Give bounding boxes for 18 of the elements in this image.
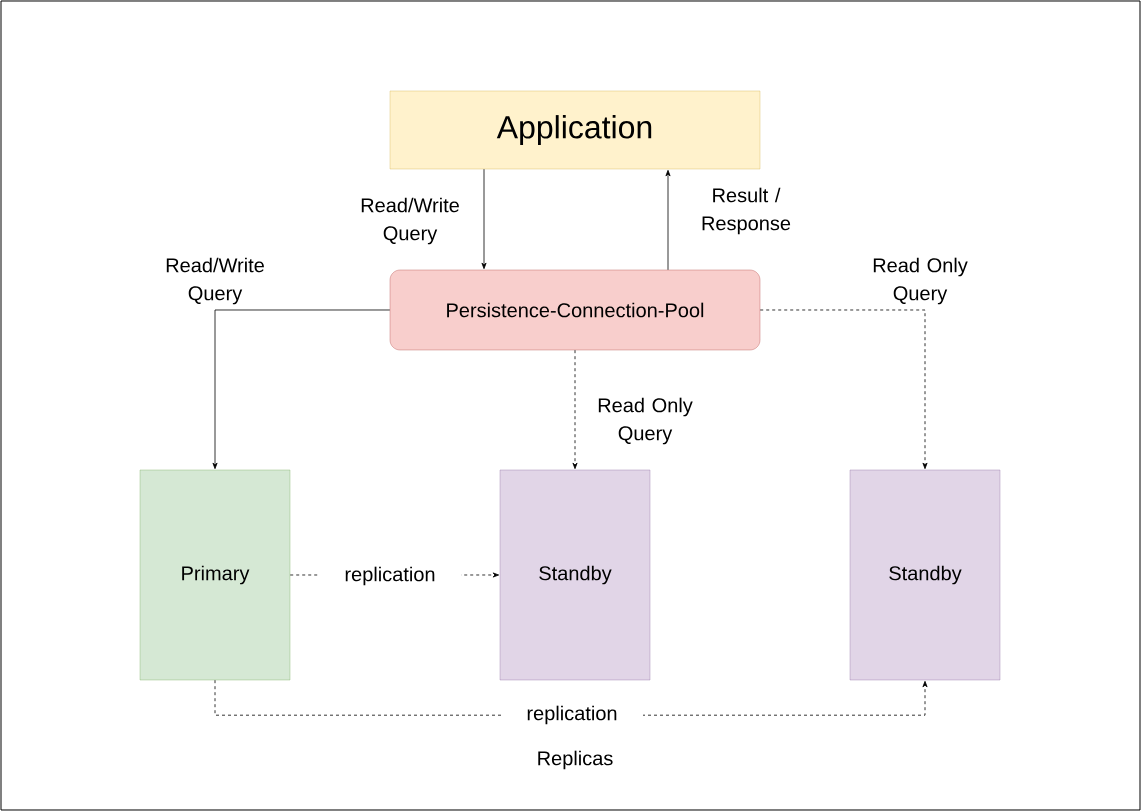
- edge-label: Read Only Query: [873, 257, 968, 305]
- arrow: [212, 309, 391, 470]
- edge-label: replication: [319, 565, 461, 587]
- arrow: [481, 168, 487, 270]
- arrow: [759, 309, 928, 470]
- arrow: [572, 349, 578, 470]
- database-box: Standby: [499, 469, 651, 681]
- edge-label: Read Only Query: [598, 397, 693, 445]
- edge-label: replication: [501, 704, 643, 726]
- caption: Replicas: [538, 750, 613, 770]
- database-box: Standby: [849, 469, 1001, 681]
- database-box: Primary: [139, 469, 291, 681]
- arrow: [665, 169, 671, 271]
- application-box: Application: [389, 90, 761, 170]
- edge-label: Result / Response: [702, 187, 791, 235]
- edge-label: Read/Write Query: [361, 197, 459, 245]
- edge-label: Read/Write Query: [166, 257, 264, 305]
- pool-box: Persistence-Connection-Pool: [389, 269, 761, 351]
